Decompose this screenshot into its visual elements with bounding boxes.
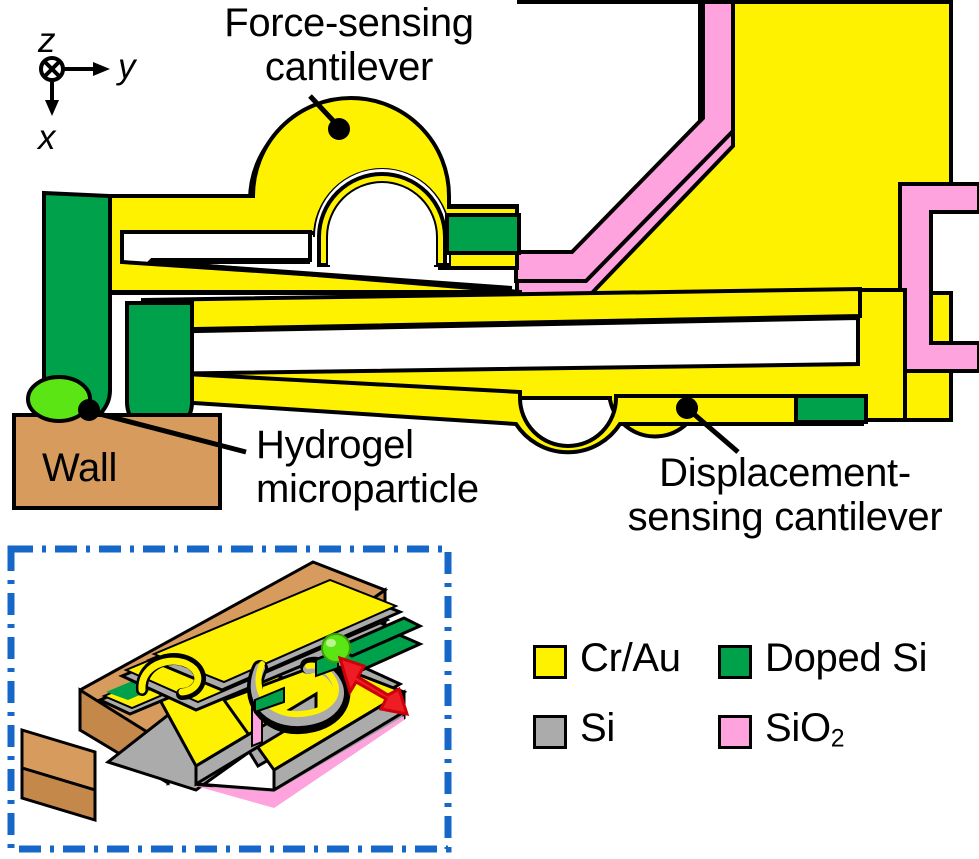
axis-label-x: x xyxy=(38,118,56,157)
axis-indicator xyxy=(39,56,110,116)
force-beam-slot xyxy=(120,230,513,290)
axis-label-z: z xyxy=(38,21,56,60)
legend-label-doped-si: Doped Si xyxy=(765,636,928,680)
axis-label-y: y xyxy=(118,47,136,86)
hydrogel-microparticle xyxy=(26,375,92,423)
legend-swatch-cr-au xyxy=(533,645,567,679)
legend-label-sio2-text: SiO xyxy=(765,706,831,750)
legend-swatch-sio2 xyxy=(718,715,752,749)
sio2-trace-right-hook xyxy=(898,182,979,373)
inset-sio2-underlayer xyxy=(196,716,404,808)
label-hydrogel-line2: microparticle xyxy=(256,467,479,511)
doped-si-lower-contact xyxy=(794,394,868,424)
legend-label-si: Si xyxy=(580,706,615,750)
legend-swatch-si xyxy=(533,715,567,749)
label-force-sensing-line2: cantilever xyxy=(264,45,434,89)
label-force-sensing-line1: Force-sensing xyxy=(224,1,474,45)
leader-dot-displacement xyxy=(676,397,698,419)
inset-doped-si-pad-contact xyxy=(254,686,285,714)
force-arch-hollow xyxy=(328,183,436,265)
inset-wall-foot-side xyxy=(20,765,97,823)
label-wall: Wall xyxy=(42,446,118,490)
inset-motion-arrow xyxy=(337,655,410,716)
legend-label-sio2: SiO2 xyxy=(765,706,845,753)
z-axis-into-page-circle xyxy=(39,56,65,82)
doped-si-upper-contact xyxy=(445,213,521,255)
inset-force-spring-gold xyxy=(138,657,202,696)
label-displacement-line2: sensing cantilever xyxy=(627,495,943,539)
legend-label-cr-au: Cr/Au xyxy=(580,636,681,680)
force-sensing-cantilever xyxy=(46,96,522,295)
leader-line-hydrogel xyxy=(87,408,247,455)
sio2-trace-main xyxy=(514,0,735,283)
lower-beam-lower-rail xyxy=(146,369,864,455)
wall-block xyxy=(12,413,222,510)
x-axis-arrowhead xyxy=(45,100,59,116)
inset-motion-arrow-body xyxy=(337,655,410,716)
label-hydrogel-line1: Hydrogel xyxy=(256,423,414,467)
leader-dot-hydrogel xyxy=(78,399,100,421)
inset-hydrogel-sphere xyxy=(321,633,351,663)
inset-content xyxy=(20,560,424,823)
leader-line-displacement xyxy=(686,407,740,454)
leader-dot-force-sensing xyxy=(328,118,350,140)
y-axis-arrowhead xyxy=(93,62,110,76)
inset-hydrogel-highlight xyxy=(326,639,336,647)
legend-swatch-doped-si xyxy=(718,645,752,679)
z-axis-cross-2 xyxy=(43,60,61,78)
legend-label-sio2-subscript: 2 xyxy=(830,725,845,753)
inset-border xyxy=(7,545,452,853)
label-displacement-line1: Displacement- xyxy=(659,451,911,495)
